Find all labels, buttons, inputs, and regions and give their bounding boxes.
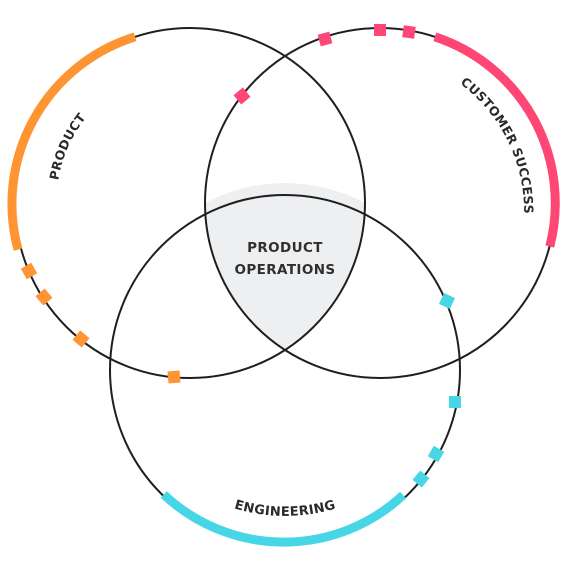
product-arc bbox=[7, 32, 137, 251]
customer-success-label: CUSTOMER SUCCESS bbox=[458, 74, 536, 214]
center-label-line1: PRODUCT bbox=[247, 240, 323, 256]
customer-success-marker bbox=[374, 24, 386, 36]
customer-success-label-text: CUSTOMER SUCCESS bbox=[458, 74, 536, 214]
customer-success-arc bbox=[433, 32, 560, 248]
customer-success-marker bbox=[402, 25, 416, 39]
product-marker bbox=[72, 330, 90, 348]
customer-success-markers bbox=[233, 24, 416, 105]
product-marker bbox=[35, 288, 53, 306]
product-marker bbox=[167, 370, 181, 384]
engineering-marker bbox=[439, 293, 455, 309]
engineering-marker bbox=[449, 396, 461, 408]
customer-success-marker bbox=[317, 31, 333, 47]
product-marker bbox=[20, 262, 38, 280]
engineering-label-text: ENGINEERING bbox=[233, 498, 337, 520]
engineering-arc bbox=[160, 491, 407, 547]
engineering-marker bbox=[412, 470, 430, 488]
customer-success-marker bbox=[233, 87, 251, 105]
product-markers bbox=[20, 262, 181, 384]
product-operations-region bbox=[205, 183, 365, 348]
engineering-label: ENGINEERING bbox=[233, 498, 337, 520]
engineering-markers bbox=[412, 293, 461, 488]
engineering-marker bbox=[427, 445, 445, 463]
product-label-text: PRODUCT bbox=[46, 110, 88, 181]
product-label: PRODUCT bbox=[46, 110, 88, 181]
center-label-line2: OPERATIONS bbox=[234, 262, 335, 278]
